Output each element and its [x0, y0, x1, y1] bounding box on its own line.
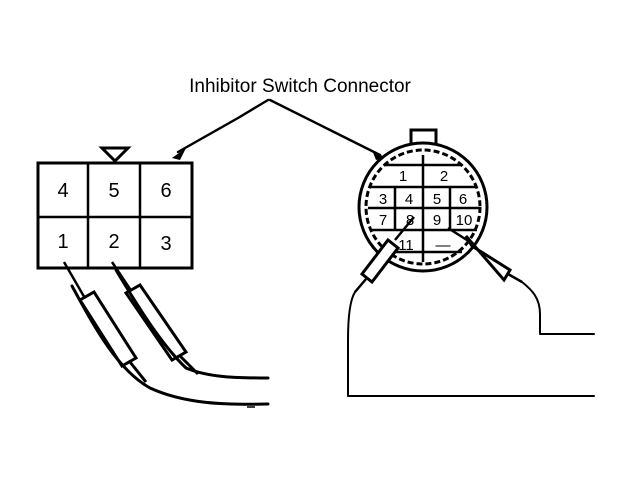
test-probe-icon [62, 261, 148, 383]
arrowhead-left-icon [172, 148, 186, 160]
pin-a-label: 6 [160, 180, 171, 202]
diagram-title: Inhibitor Switch Connector [189, 76, 411, 97]
pin-a-label: 5 [108, 180, 119, 202]
test-probe-icon [110, 261, 200, 376]
leader-line-right [268, 98, 382, 157]
pin-b-label: — [436, 237, 451, 254]
leader-arrows [172, 98, 386, 160]
pin-a-label: 3 [160, 233, 171, 255]
probe-lead-wire [70, 284, 270, 406]
probe-lead-wire [347, 291, 595, 397]
latch-triangle-icon [98, 146, 132, 164]
test-probe-icon [447, 226, 523, 284]
pin-b-label: 9 [433, 212, 441, 229]
pin-b-label: 2 [440, 168, 448, 185]
pin-b-label: 10 [456, 212, 473, 229]
pin-b-label: 6 [459, 191, 467, 208]
leader-line-left [176, 98, 270, 154]
test-probe-icon [354, 216, 415, 293]
probes-a [62, 261, 270, 408]
pin-b-label: 5 [433, 191, 441, 208]
pin-b-label: 3 [379, 191, 387, 208]
connector-b: 1 2 3 4 5 6 7 8 9 10 11 — [357, 128, 489, 273]
pin-a-label: 1 [57, 231, 68, 253]
pin-b-label: 11 [398, 237, 414, 254]
connector-b-grid [368, 155, 479, 262]
connector-b-ring [364, 148, 482, 266]
pin-a-label: 2 [108, 231, 119, 253]
probe-lead-wire [114, 268, 270, 380]
pin-b-label: 1 [399, 168, 407, 185]
probe-lead-wire [521, 281, 595, 335]
pin-a-label: 4 [57, 180, 68, 202]
pin-b-label: 7 [379, 212, 387, 229]
probes-b [347, 216, 595, 397]
pin-b-label: 4 [405, 191, 413, 208]
connector-a: 4 5 6 1 2 3 [36, 146, 194, 270]
